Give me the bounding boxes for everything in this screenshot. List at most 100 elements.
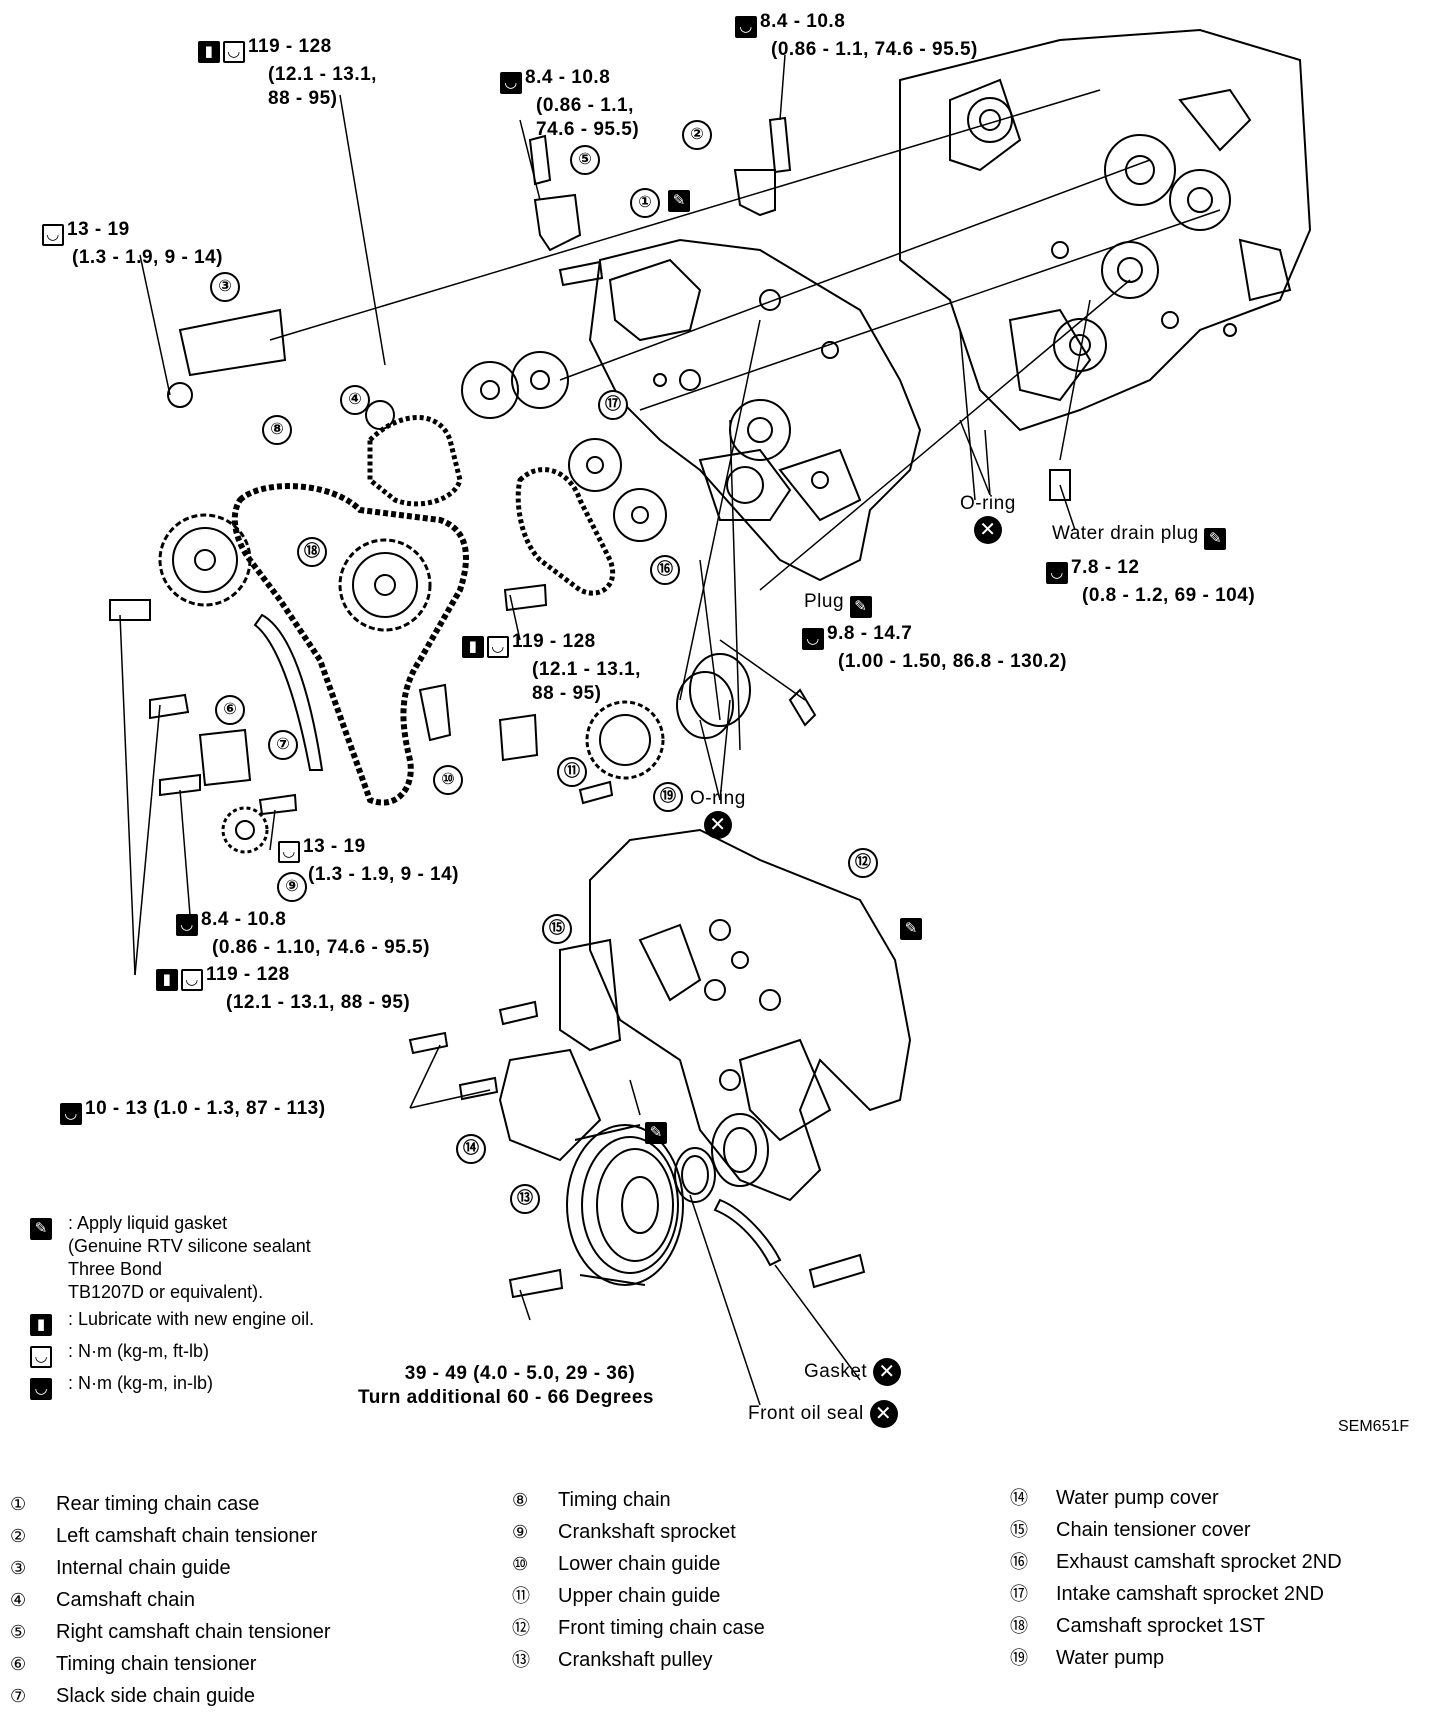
alignment-lines	[269, 89, 1221, 751]
chain-tensioner-cover	[559, 938, 622, 1052]
legend-row: ◡ : N·m (kg-m, in-lb)	[30, 1372, 430, 1400]
callout-19: ⑲	[653, 782, 683, 812]
front-oil-seal-label: Front oil seal ✕	[748, 1400, 898, 1428]
torque-label-6: ◡9.8 - 14.7 (1.00 - 1.50, 86.8 - 130.2)	[802, 622, 1067, 674]
torque-label-10: ▮◡119 - 128 (12.1 - 13.1, 88 - 95)	[156, 963, 410, 1015]
torque-label-3: ◡8.4 - 10.8 (0.86 - 1.1, 74.6 - 95.5)	[735, 10, 978, 62]
callout-1: ①	[630, 188, 660, 218]
torque-wrench-icon: ◡	[30, 1346, 52, 1368]
rear-timing-chain-case	[588, 238, 922, 582]
engine-oil-icon: ▮	[30, 1314, 52, 1336]
torque-wrench-small-icon: ◡	[1046, 562, 1068, 584]
leader-lines	[119, 54, 1076, 1406]
tensioners	[198, 169, 776, 787]
callout-17: ⑰	[598, 390, 628, 420]
oring-lower-label: O-ring ✕	[690, 787, 746, 839]
crankshaft-sprocket	[221, 806, 269, 854]
callout-7: ⑦	[268, 730, 298, 760]
callout-4: ④	[340, 385, 370, 415]
legend-row: ▮ : Lubricate with new engine oil.	[30, 1308, 430, 1336]
legend-row: ◡ : N·m (kg-m, ft-lb)	[30, 1340, 430, 1368]
callout-15: ⑮	[542, 914, 572, 944]
liquid-gasket-icon: ✎	[1204, 528, 1227, 550]
callout-16: ⑯	[650, 555, 680, 585]
discard-icon: ✕	[869, 1400, 898, 1428]
camshaft-chain-right	[515, 467, 616, 596]
front-timing-chain-case	[589, 828, 912, 1202]
gasket-label: Gasket ✕	[804, 1358, 901, 1386]
engine-oil-icon: ▮	[462, 636, 484, 658]
crankshaft-pulley	[566, 1124, 684, 1286]
callout-13: ⑬	[510, 1184, 540, 1214]
callout-2: ②	[682, 120, 712, 150]
torque-label-11: ◡10 - 13 (1.0 - 1.3, 87 - 113)	[60, 1097, 326, 1125]
callout-14: ⑭	[456, 1134, 486, 1164]
torque-label-2: ◡8.4 - 10.8 (0.86 - 1.1, 74.6 - 95.5)	[500, 66, 639, 142]
liquid-gasket-icon: ✎	[30, 1218, 52, 1240]
callout-3: ③	[210, 272, 240, 302]
plug-label: Plug ✎	[804, 590, 875, 618]
camshaft-sprocket-1st-left	[158, 513, 252, 607]
callout-18: ⑱	[297, 537, 327, 567]
water-pump-cover	[498, 1048, 602, 1162]
liquid-gasket-icon: ✎	[900, 918, 922, 940]
liquid-gasket-icon: ✎	[645, 1122, 667, 1144]
callout-12: ⑫	[848, 848, 878, 878]
torque-label-1: ▮◡119 - 128 (12.1 - 13.1, 88 - 95)	[198, 35, 377, 111]
internal-chain-guide	[178, 308, 287, 377]
slack-side-chain-guide	[253, 613, 324, 771]
camshaft-sprocket-1st-right	[338, 538, 432, 632]
reference-code: SEM651F	[1338, 1418, 1410, 1435]
torque-wrench-icon: ◡	[223, 41, 245, 63]
torque-wrench-small-icon: ◡	[176, 914, 198, 936]
torque-wrench-icon: ◡	[278, 841, 300, 863]
timing-chain-loop	[231, 483, 469, 806]
callout-8: ⑧	[262, 415, 292, 445]
torque-label-5: ▮◡119 - 128 (12.1 - 13.1, 88 - 95)	[462, 630, 641, 706]
torque-wrench-small-icon: ◡	[802, 628, 824, 650]
callout-10: ⑩	[433, 765, 463, 795]
water-pump-housing	[698, 448, 792, 521]
torque-wrench-small-icon: ◡	[60, 1103, 82, 1125]
discard-icon: ✕	[703, 811, 732, 839]
gasket-ring	[713, 1198, 782, 1267]
torque-wrench-small-icon: ◡	[30, 1378, 52, 1400]
water-drain-plug-label: Water drain plug ✎	[1052, 522, 1229, 550]
callout-6: ⑥	[215, 695, 245, 725]
bolts	[109, 116, 1071, 1299]
callout-5: ⑤	[570, 145, 600, 175]
engine-oil-icon: ▮	[198, 41, 220, 63]
torque-label-7: ◡7.8 - 12 (0.8 - 1.2, 69 - 104)	[1046, 556, 1255, 608]
symbol-legend: ✎ : Apply liquid gasket (Genuine RTV sil…	[30, 1212, 430, 1404]
torque-wrench-icon: ◡	[487, 636, 509, 658]
torque-label-8: ◡13 - 19 (1.3 - 1.9, 9 - 14)	[278, 835, 459, 887]
discard-icon: ✕	[973, 516, 1002, 544]
engine-oil-icon: ▮	[156, 969, 178, 991]
liquid-gasket-icon: ✎	[668, 190, 690, 212]
torque-wrench-small-icon: ◡	[500, 72, 522, 94]
engine-block	[899, 28, 1312, 432]
torque-wrench-icon: ◡	[42, 224, 64, 246]
torque-label-4: ◡13 - 19 (1.3 - 1.9, 9 - 14)	[42, 218, 223, 270]
legend-row: ✎ : Apply liquid gasket (Genuine RTV sil…	[30, 1212, 430, 1304]
